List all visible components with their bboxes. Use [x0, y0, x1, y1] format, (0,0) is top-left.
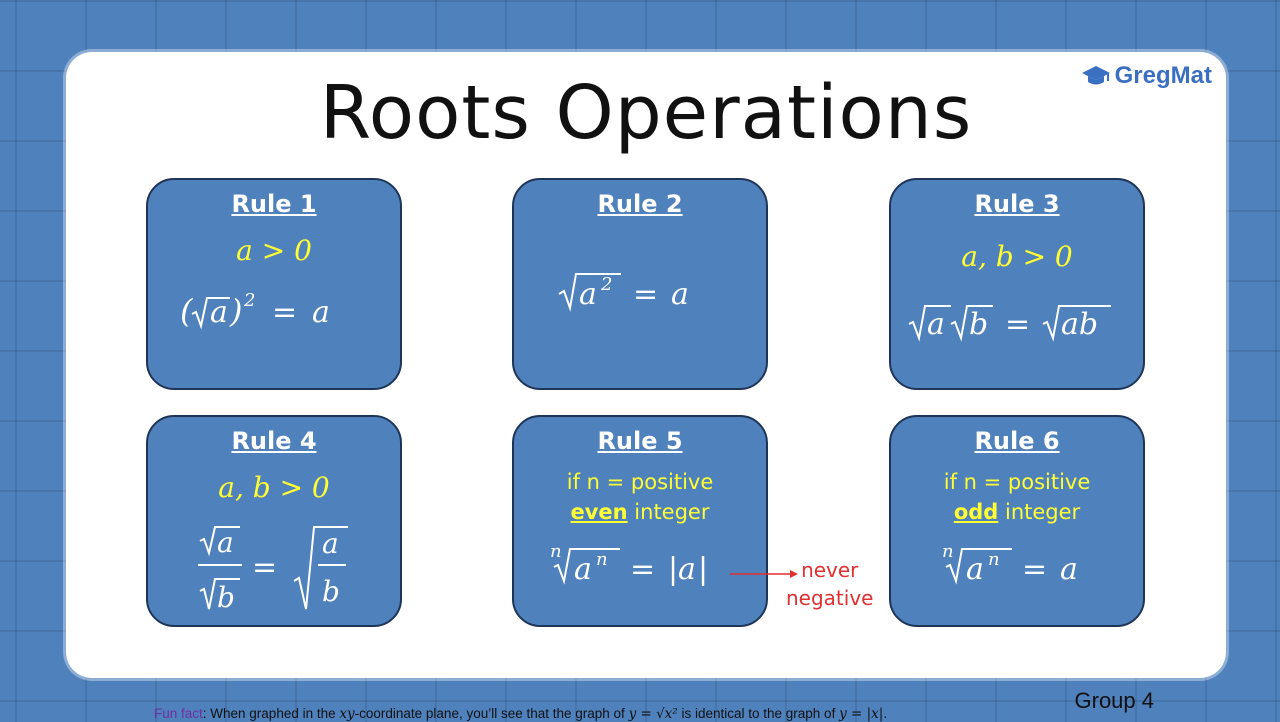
- rule-3-box: Rule 3 a, b > 0 a b = ab: [889, 178, 1145, 390]
- fun-fact: Fun fact: When graphed in the xy-coordin…: [154, 706, 887, 722]
- svg-text:=: =: [272, 295, 297, 330]
- fun-fact-text-after: is identical to the graph of: [677, 706, 840, 721]
- rule-1-title: Rule 1: [231, 190, 317, 218]
- rule-4-box: Rule 4 a, b > 0 a b = a b: [146, 415, 402, 627]
- rule-6-emphasis: odd: [953, 500, 999, 524]
- rule-6-formula: n a n = a: [891, 541, 1143, 595]
- svg-text:a: a: [671, 277, 689, 312]
- svg-text:n: n: [942, 541, 954, 562]
- rule-6-box: Rule 6 if n = positive odd integer n a n…: [889, 415, 1145, 627]
- gregmat-logo: GregMat: [1081, 62, 1212, 90]
- rule-6-condition-rest: integer: [998, 500, 1081, 524]
- svg-text:2: 2: [600, 274, 612, 295]
- logo-text: GregMat: [1114, 62, 1212, 89]
- fun-fact-formula-2: y = |x|: [839, 706, 884, 722]
- svg-text:ab: ab: [1061, 307, 1098, 342]
- rule-1-condition: a > 0: [236, 234, 312, 267]
- svg-text:=: =: [630, 552, 655, 587]
- rule-6-title: Rule 6: [974, 427, 1060, 455]
- rule-3-formula: a b = ab: [891, 298, 1143, 352]
- fun-fact-label: Fun fact: [154, 706, 203, 721]
- svg-text:a: a: [1060, 552, 1078, 587]
- rule-2-box: Rule 2 a 2 = a: [512, 178, 768, 390]
- rule-1-formula: ( a ) 2 = a: [148, 290, 400, 342]
- fun-fact-text: : When graphed in the: [202, 706, 340, 721]
- svg-text:n: n: [596, 549, 608, 570]
- svg-text:=: =: [1022, 552, 1047, 587]
- svg-text:a: a: [574, 552, 592, 587]
- svg-text:n: n: [988, 549, 1000, 570]
- rule-5-condition-rest: integer: [627, 500, 710, 524]
- rule-5-title: Rule 5: [597, 427, 683, 455]
- rule-6-condition-line1: if n = positive: [943, 470, 1091, 494]
- rule-4-formula: a b = a b: [148, 521, 400, 625]
- note-line2: negative: [786, 586, 874, 610]
- svg-text:a: a: [927, 307, 945, 342]
- svg-text:=: =: [633, 277, 658, 312]
- fun-fact-xy: xy: [339, 706, 355, 722]
- svg-text:): ): [229, 292, 242, 330]
- note-line1: never: [801, 558, 859, 582]
- rule-5-emphasis: even: [570, 500, 628, 524]
- svg-text:(: (: [180, 292, 194, 330]
- rule-5-box: Rule 5 if n = positive even integer n a …: [512, 415, 768, 627]
- svg-text:a: a: [678, 552, 696, 587]
- svg-text:|: |: [668, 552, 678, 587]
- rule-4-title: Rule 4: [231, 427, 317, 455]
- svg-text:a: a: [217, 526, 234, 559]
- rule-2-title: Rule 2: [597, 190, 683, 218]
- svg-text:b: b: [217, 581, 235, 614]
- rule-5-note: never negative: [718, 556, 878, 610]
- rule-5-note-text: never negative: [786, 556, 873, 612]
- group-label: Group 4: [1074, 688, 1155, 713]
- rule-1-box: Rule 1 a > 0 ( a ) 2 = a: [146, 178, 402, 390]
- svg-text:a: a: [966, 552, 984, 587]
- rule-5-condition-line1: if n = positive: [566, 470, 714, 494]
- fun-fact-formula-1: y = √x²: [628, 706, 678, 722]
- svg-text:b: b: [322, 575, 340, 608]
- rule-6-condition-line2: odd integer: [891, 497, 1143, 527]
- svg-text:b: b: [969, 307, 988, 342]
- rule-3-condition: a, b > 0: [961, 240, 1073, 273]
- rule-4-condition: a, b > 0: [218, 471, 330, 504]
- rule-2-formula: a 2 = a: [514, 268, 766, 322]
- svg-text:|: |: [698, 552, 708, 587]
- svg-text:a: a: [210, 295, 228, 330]
- rule-5-condition: if n = positive even integer: [514, 467, 766, 527]
- svg-text:a: a: [312, 295, 330, 330]
- rule-5-formula: n a n = | a |: [514, 541, 766, 595]
- rule-3-title: Rule 3: [974, 190, 1060, 218]
- rule-5-condition-line2: even integer: [514, 497, 766, 527]
- fun-fact-end: .: [883, 706, 888, 721]
- slide-title: Roots Operations: [319, 70, 973, 156]
- svg-text:a: a: [579, 277, 597, 312]
- rule-6-condition: if n = positive odd integer: [891, 467, 1143, 527]
- svg-text:=: =: [1005, 307, 1030, 342]
- arrow-right-icon: [730, 570, 798, 578]
- fun-fact-text-mid: -coordinate plane, you’ll see that the g…: [354, 706, 629, 721]
- svg-text:a: a: [322, 527, 339, 560]
- svg-text:2: 2: [243, 290, 255, 311]
- graduation-cap-icon: [1081, 66, 1110, 85]
- svg-text:n: n: [550, 541, 562, 562]
- svg-text:=: =: [252, 550, 277, 585]
